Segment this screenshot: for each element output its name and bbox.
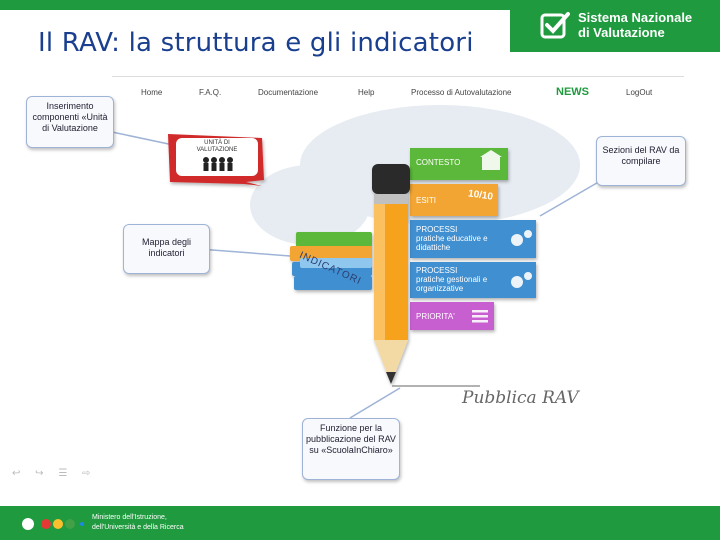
callout-mappa: Mappa degli indicatori — [123, 224, 210, 274]
callout-funzione: Funzione per la pubblicazione del RAV su… — [302, 418, 400, 480]
section-contesto-label: CONTESTO — [416, 158, 460, 167]
section-priorita[interactable]: PRIORITA' — [416, 312, 455, 321]
badge-line-1: UNITÀ DI — [184, 140, 250, 147]
section-esiti[interactable]: ESITI — [416, 196, 436, 205]
section-processi-2-title: PROCESSI — [416, 266, 508, 275]
pubblica-rav-button[interactable]: Pubblica RAV — [462, 388, 579, 408]
section-priorita-label: PRIORITA' — [416, 312, 455, 321]
section-esiti-label: ESITI — [416, 196, 436, 205]
pencil — [372, 164, 410, 384]
unita-badge-text: UNITÀ DI VALUTAZIONE — [184, 140, 250, 154]
section-processi-gestionali[interactable]: PROCESSI pratiche gestionali e organizza… — [416, 266, 508, 293]
callout-unita: Inserimento componenti «Unità di Valutaz… — [26, 96, 114, 148]
footer-line-2: dell'Università e della Ricerca — [92, 523, 184, 533]
ministry-logos — [20, 516, 84, 532]
connector-sezioni — [540, 180, 602, 216]
footer-line-1: Ministero dell'Istruzione, — [92, 513, 184, 523]
section-contesto[interactable]: CONTESTO — [416, 158, 460, 167]
footer-text: Ministero dell'Istruzione, dell'Universi… — [92, 513, 184, 533]
list-icon — [472, 310, 488, 323]
slide-nav-arrows[interactable]: ↩ ↪ ☰ ⇨ — [12, 468, 96, 479]
section-processi-educative[interactable]: PROCESSI pratiche educative e didattiche — [416, 225, 508, 252]
connector-funzione — [350, 388, 400, 418]
section-processi-1-sub: pratiche educative e didattiche — [416, 234, 508, 252]
callout-sezioni: Sezioni del RAV da compilare — [596, 136, 686, 186]
footer-bar: Ministero dell'Istruzione, dell'Universi… — [0, 506, 720, 540]
badge-line-2: VALUTAZIONE — [184, 147, 250, 154]
section-processi-2-sub: pratiche gestionali e organizzative — [416, 275, 508, 293]
section-processi-1-title: PROCESSI — [416, 225, 508, 234]
